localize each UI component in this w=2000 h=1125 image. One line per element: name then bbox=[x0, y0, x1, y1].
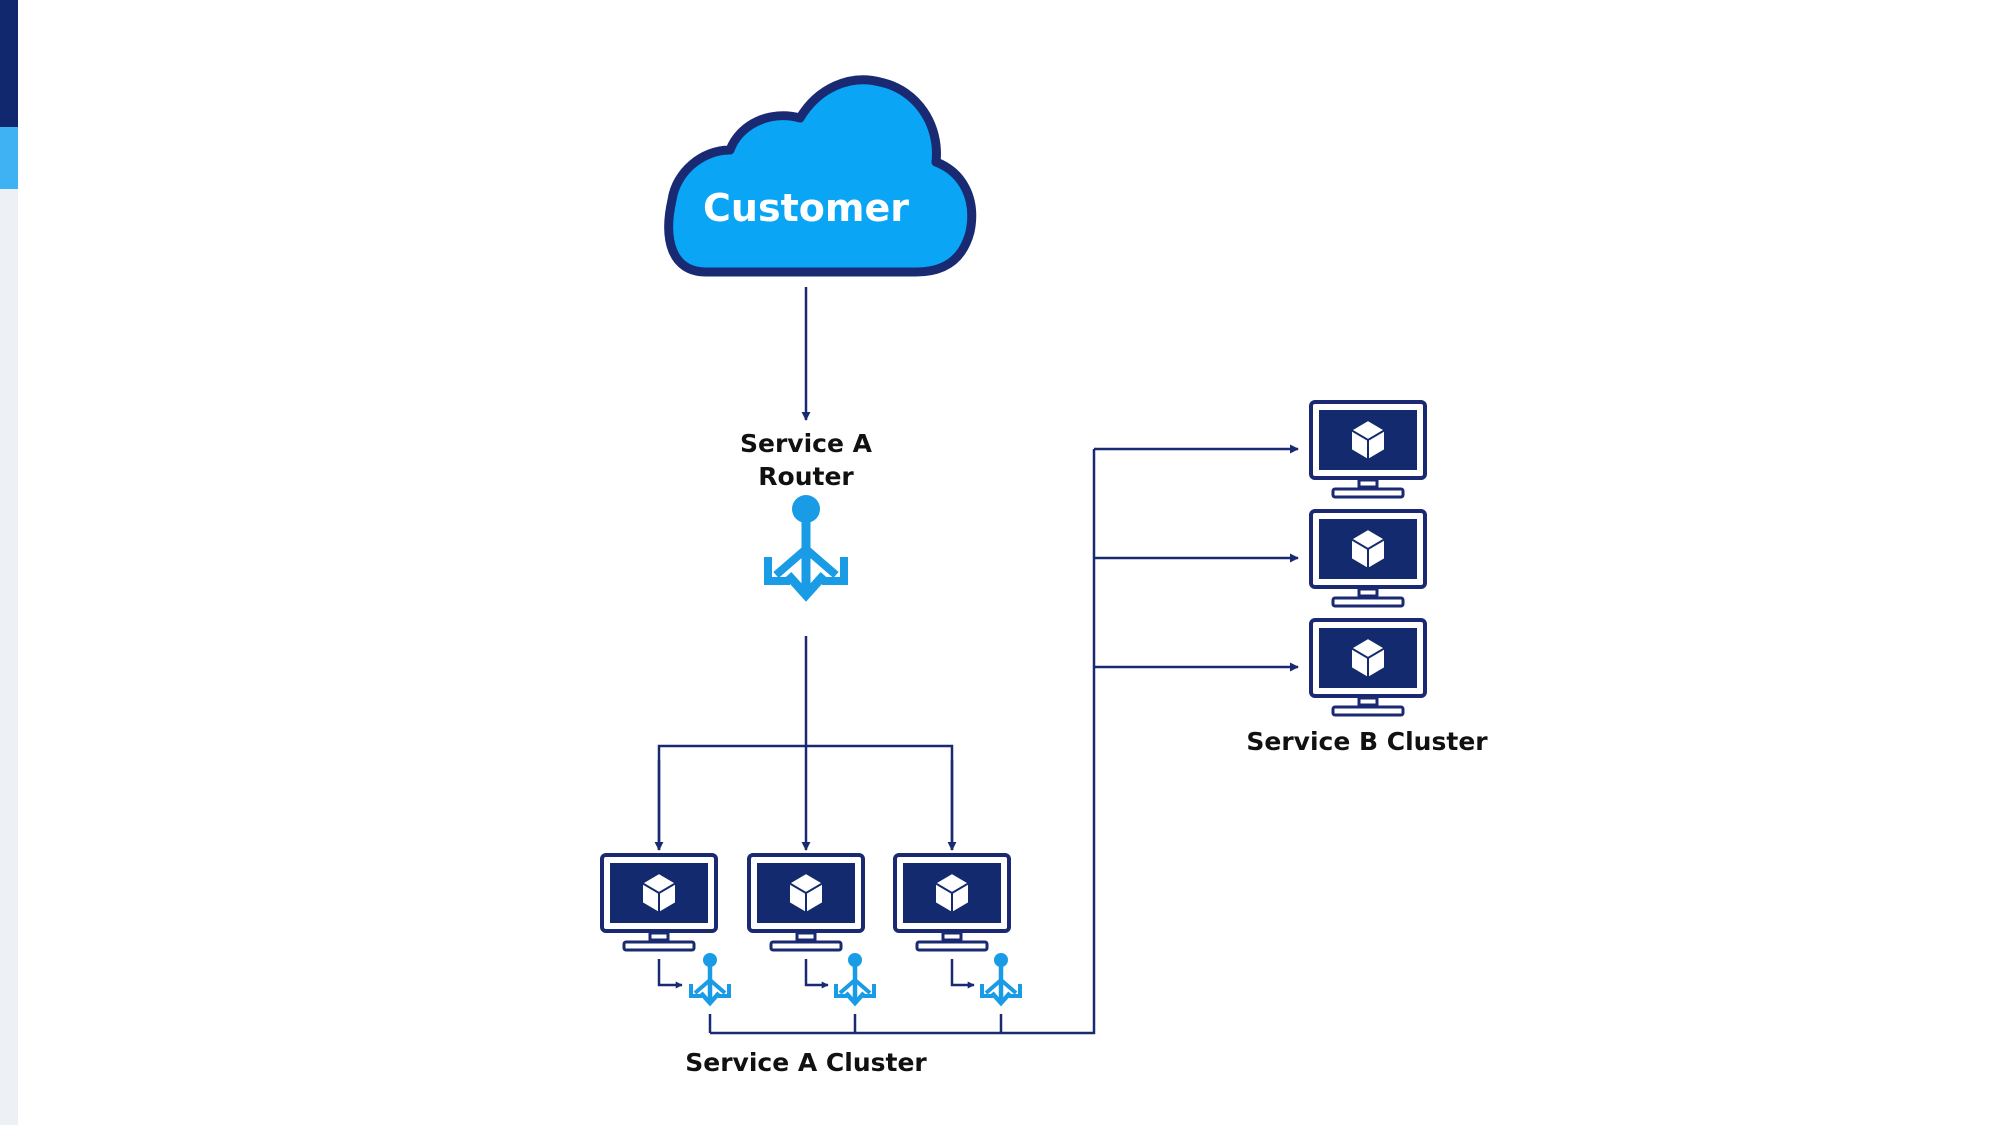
router-label-line2: Router bbox=[758, 462, 854, 491]
service-a-to-b-connector bbox=[708, 444, 1299, 1035]
service-a-server-3 bbox=[893, 853, 1011, 952]
service-a-server-2 bbox=[747, 853, 865, 952]
service-a-server-1 bbox=[600, 853, 718, 952]
router-icon bbox=[768, 495, 844, 595]
customer-cloud: Customer bbox=[664, 75, 977, 277]
cloud-icon bbox=[664, 75, 977, 277]
left-rail-accent-light bbox=[0, 127, 18, 189]
router-icon bbox=[691, 953, 729, 1003]
router-icon bbox=[982, 953, 1020, 1003]
service-b-server-3 bbox=[1309, 618, 1427, 717]
sidecar-routers bbox=[657, 953, 1020, 1003]
service-b-cluster-label: Service B Cluster bbox=[1246, 727, 1488, 756]
service-b-server-1 bbox=[1309, 400, 1427, 499]
router-label-line1: Service A bbox=[740, 429, 873, 458]
service-b-server-2 bbox=[1309, 509, 1427, 608]
left-rail bbox=[0, 0, 18, 1125]
left-rail-accent-dark bbox=[0, 0, 18, 127]
router-icon bbox=[836, 953, 874, 1003]
customer-label: Customer bbox=[703, 186, 909, 230]
service-a-cluster-label: Service A Cluster bbox=[685, 1048, 927, 1077]
